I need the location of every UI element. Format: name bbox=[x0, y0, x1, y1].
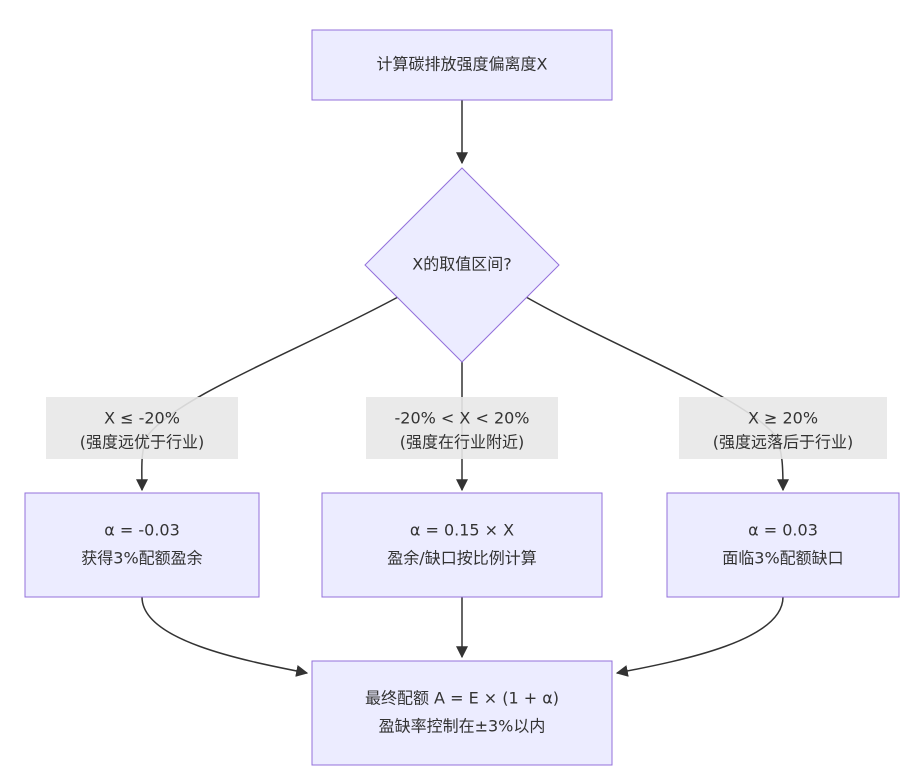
edge-label-right-bg bbox=[679, 397, 887, 459]
node-left: α = -0.03 获得3%配额盈余 bbox=[24, 492, 260, 598]
node-start: 计算碳排放强度偏离度X bbox=[311, 29, 613, 101]
edge-label-right: X ≥ 20% (强度远落后于行业) bbox=[679, 397, 887, 459]
node-right-box bbox=[666, 492, 900, 598]
node-right-line1: α = 0.03 bbox=[748, 521, 818, 540]
edge-label-middle-line2: (强度在行业附近) bbox=[400, 433, 525, 452]
edge-decision-to-left bbox=[135, 296, 399, 492]
node-middle-line2: 盈余/缺口按比例计算 bbox=[387, 549, 536, 568]
node-decision: X的取值区间? bbox=[364, 167, 560, 363]
node-start-text: 计算碳排放强度偏离度X bbox=[377, 55, 548, 74]
edge-label-right-line1: X ≥ 20% bbox=[748, 409, 818, 428]
edge-label-middle: -20% < X < 20% (强度在行业附近) bbox=[366, 397, 558, 459]
node-left-line1: α = -0.03 bbox=[104, 521, 180, 540]
node-left-box bbox=[24, 492, 260, 598]
edge-label-left-bg bbox=[46, 397, 238, 459]
node-decision-diamond bbox=[364, 167, 560, 363]
edge-label-left-line2: (强度远优于行业) bbox=[80, 433, 205, 452]
node-middle: α = 0.15 × X 盈余/缺口按比例计算 bbox=[321, 492, 603, 598]
edge-decision-to-right bbox=[525, 296, 789, 492]
edge-label-left-line1: X ≤ -20% bbox=[104, 409, 180, 428]
edge-right-to-final bbox=[615, 596, 784, 677]
node-right-line2: 面临3%配额缺口 bbox=[722, 549, 843, 568]
node-right: α = 0.03 面临3%配额缺口 bbox=[666, 492, 900, 598]
edges bbox=[135, 100, 789, 677]
node-left-line2: 获得3%配额盈余 bbox=[81, 549, 202, 568]
edge-label-left: X ≤ -20% (强度远优于行业) bbox=[46, 397, 238, 459]
node-final-box bbox=[311, 660, 613, 766]
node-middle-line1: α = 0.15 × X bbox=[410, 521, 514, 540]
node-final-line1: 最终配额 A = E × (1 + α) bbox=[365, 689, 559, 708]
node-middle-box bbox=[321, 492, 603, 598]
node-start-box bbox=[311, 29, 613, 101]
edge-left-to-final bbox=[141, 596, 309, 677]
edge-label-middle-line1: -20% < X < 20% bbox=[394, 409, 529, 428]
node-final-line2: 盈缺率控制在±3%以内 bbox=[379, 717, 546, 736]
node-final: 最终配额 A = E × (1 + α) 盈缺率控制在±3%以内 bbox=[311, 660, 613, 766]
edge-label-right-line2: (强度远落后于行业) bbox=[713, 433, 854, 452]
edge-label-middle-bg bbox=[366, 397, 558, 459]
node-decision-text: X的取值区间? bbox=[412, 255, 511, 274]
